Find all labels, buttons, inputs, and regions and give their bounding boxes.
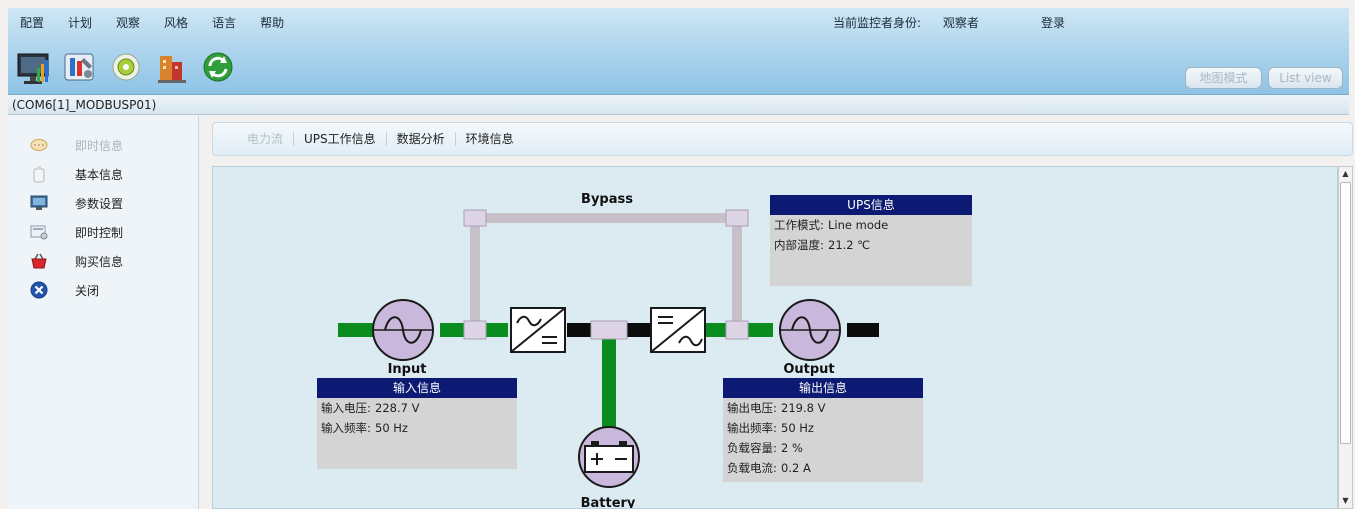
output-info-title: 输出信息 [723, 378, 923, 398]
refresh-icon[interactable] [200, 48, 236, 86]
bypass-junction-left [463, 209, 487, 227]
monitor-icon [30, 194, 48, 212]
current-user: 当前监控者身份: 观察者 [833, 14, 997, 31]
input-info-row: 输入电压:228.7 V [321, 401, 420, 415]
output-line [847, 323, 879, 337]
control-icon [30, 223, 48, 241]
sidebar-item-parameter-settings[interactable]: 参数设置 [30, 193, 123, 213]
menu-schedule[interactable]: 计划 [68, 16, 93, 30]
sidebar-item-basic-info[interactable]: 基本信息 [30, 164, 123, 184]
input-info-box: 输入信息 输入电压:228.7 V 输入频率:50 Hz [317, 378, 517, 469]
output-junction [725, 320, 749, 340]
output-info-row: 负载容量:2 % [727, 441, 803, 455]
menu-language[interactable]: 语言 [212, 16, 237, 30]
battery-symbol [578, 426, 640, 488]
power-flow-panel: Bypass Input Output Battery UPS信息 工作模式:L… [212, 166, 1338, 509]
building-icon[interactable] [154, 48, 190, 86]
sidebar-item-label: 关闭 [75, 283, 100, 298]
menu-bar: 配置 计划 观察 风格 语言 帮助 [8, 8, 296, 34]
power-flow-diagram: Bypass Input Output Battery [338, 192, 879, 508]
menu-observe[interactable]: 观察 [116, 16, 141, 30]
inverter-symbol [650, 307, 706, 353]
input-label: Input [388, 362, 427, 377]
list-view-button[interactable]: List view [1268, 67, 1343, 89]
top-toolbar: 配置 计划 观察 风格 语言 帮助 当前监控者身份: 观察者 登录 [8, 8, 1349, 95]
sidebar: 即时信息 基本信息 参数设置 即时控制 购买信息 关闭 [8, 116, 199, 509]
scroll-up-arrow-icon[interactable]: ▲ [1342, 169, 1349, 178]
basket-icon [30, 252, 48, 270]
tab-data-analysis[interactable]: 数据分析 [387, 132, 456, 146]
bypass-right-line [732, 213, 742, 331]
login-link[interactable]: 登录 [1041, 16, 1066, 30]
tab-environment-info[interactable]: 环境信息 [465, 132, 514, 146]
input-junction [463, 320, 487, 340]
scroll-down-arrow-icon[interactable]: ▼ [1342, 496, 1349, 505]
vertical-scrollbar[interactable]: ▲ ▼ [1338, 166, 1353, 509]
settings-gear-icon[interactable] [108, 48, 144, 86]
rectifier-symbol [510, 307, 566, 353]
input-info-row: 输入频率:50 Hz [321, 421, 408, 435]
output-ac-symbol [779, 299, 841, 361]
tab-power-flow[interactable]: 电力流 [237, 132, 295, 146]
output-info-box: 输出信息 输出电压:219.8 V 输出频率:50 Hz 负载容量:2 % 负载… [723, 378, 923, 482]
sidebar-item-label: 购买信息 [75, 254, 124, 269]
menu-config[interactable]: 配置 [20, 16, 45, 30]
device-title: (COM6[1]_MODBUSP01) [8, 95, 1349, 115]
sidebar-item-close[interactable]: 关闭 [30, 280, 99, 300]
battery-line [602, 337, 616, 445]
input-info-title: 输入信息 [317, 378, 517, 398]
tab-bar: 电力流 UPS工作信息 数据分析 环境信息 [212, 122, 1353, 156]
output-info-row: 负载电流:0.2 A [727, 461, 811, 475]
bypass-junction-right [725, 209, 749, 227]
sidebar-item-label: 基本信息 [75, 167, 124, 182]
menu-help[interactable]: 帮助 [260, 16, 285, 30]
battery-junction [590, 320, 628, 340]
sidebar-item-purchase-info[interactable]: 购买信息 [30, 251, 123, 271]
sidebar-item-realtime-info[interactable]: 即时信息 [30, 135, 123, 155]
output-info-row: 输出电压:219.8 V [727, 401, 826, 415]
monitor-icon[interactable] [16, 48, 52, 86]
scroll-thumb[interactable] [1340, 182, 1351, 444]
sidebar-item-label: 即时控制 [75, 225, 124, 240]
user-role: 观察者 [942, 16, 979, 30]
bypass-line [470, 213, 742, 223]
tools-icon[interactable] [62, 48, 98, 86]
output-label: Output [783, 362, 834, 377]
tab-ups-work-info[interactable]: UPS工作信息 [294, 132, 387, 146]
sidebar-item-label: 参数设置 [75, 196, 124, 211]
ups-info-row: 内部温度:21.2 ℃ [774, 238, 871, 252]
map-mode-button[interactable]: 地图模式 [1185, 67, 1262, 89]
output-info-row: 输出频率:50 Hz [727, 421, 814, 435]
ups-info-row: 工作模式:Line mode [774, 218, 889, 232]
sidebar-item-label: 即时信息 [75, 138, 124, 153]
ups-info-title: UPS信息 [770, 195, 972, 215]
bypass-label: Bypass [581, 192, 633, 207]
menu-style[interactable]: 风格 [164, 16, 189, 30]
bottle-icon [30, 165, 48, 183]
sidebar-item-instant-control[interactable]: 即时控制 [30, 222, 123, 242]
battery-label: Battery [581, 496, 636, 508]
input-ac-symbol [372, 299, 434, 361]
ups-info-box: UPS信息 工作模式:Line mode 内部温度:21.2 ℃ [770, 195, 972, 286]
chat-icon [30, 136, 48, 154]
user-label: 当前监控者身份: [833, 16, 922, 30]
bypass-left-line [470, 213, 480, 331]
close-icon [30, 281, 48, 299]
